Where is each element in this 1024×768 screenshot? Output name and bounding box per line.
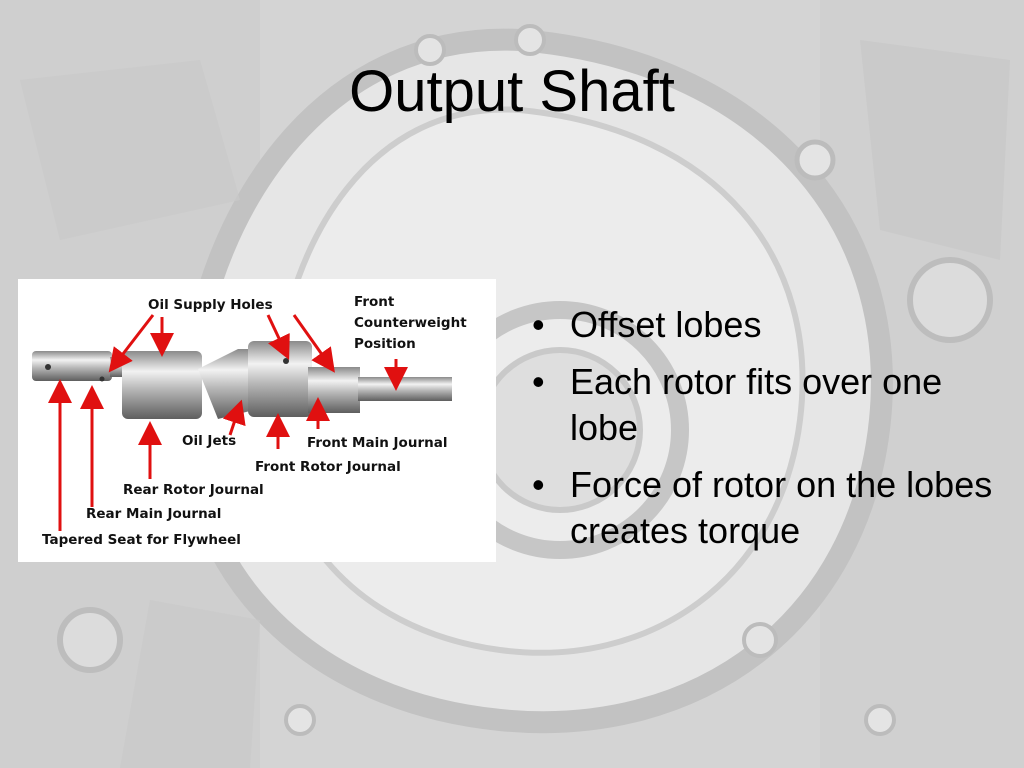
bullet-item: • Offset lobes bbox=[530, 302, 1000, 348]
label-position: Position bbox=[354, 336, 416, 352]
output-shaft-diagram: Oil Supply Holes Front Counterweight Pos… bbox=[18, 279, 496, 562]
slide-title: Output Shaft bbox=[349, 59, 675, 124]
bullet-dot: • bbox=[532, 361, 545, 402]
bullet-item: • Force of rotor on the lobes creates tor… bbox=[530, 462, 1000, 554]
label-front-rotor-journal: Front Rotor Journal bbox=[255, 459, 401, 475]
front-rotor-lobe bbox=[248, 341, 312, 417]
front-main-journal-section bbox=[358, 377, 452, 401]
bullet-text: Offset lobes bbox=[570, 304, 762, 345]
rear-rotor-lobe bbox=[122, 351, 202, 419]
label-front-main-journal: Front Main Journal bbox=[307, 435, 448, 451]
label-rear-rotor-journal: Rear Rotor Journal bbox=[123, 482, 264, 498]
output-shaft-illustration bbox=[32, 314, 452, 531]
bullet-item: • Each rotor fits over one lobe bbox=[530, 359, 1000, 451]
arrow-oil-jets bbox=[222, 399, 246, 436]
tapered-seat-section bbox=[32, 351, 112, 381]
label-front: Front bbox=[354, 294, 395, 310]
bullet-text: Force of rotor on the lobes creates torq… bbox=[570, 464, 993, 551]
bullet-dot: • bbox=[532, 304, 545, 345]
label-oil-supply-holes: Oil Supply Holes bbox=[148, 297, 273, 313]
bullet-dot: • bbox=[532, 464, 545, 505]
label-rear-main-journal: Rear Main Journal bbox=[86, 506, 222, 522]
arrow-oil-supply-left bbox=[108, 314, 155, 373]
label-tapered-seat: Tapered Seat for Flywheel bbox=[42, 532, 241, 548]
bullet-text: Each rotor fits over one lobe bbox=[570, 361, 943, 448]
arrow-front-cw bbox=[292, 314, 335, 373]
label-oil-jets: Oil Jets bbox=[182, 433, 237, 449]
arrow-oil-supply-right bbox=[266, 314, 290, 360]
label-counterweight: Counterweight bbox=[354, 315, 467, 331]
bullet-list: • Offset lobes • Each rotor fits over one … bbox=[530, 302, 1000, 565]
